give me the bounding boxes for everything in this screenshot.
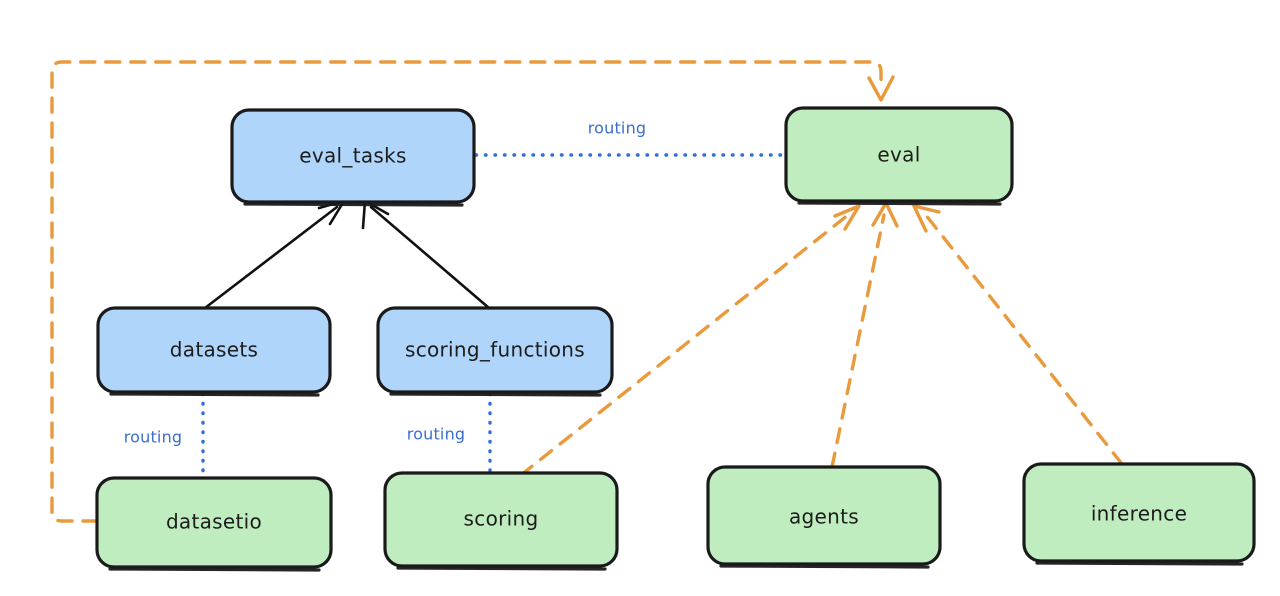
edge-layer	[50, 60, 1124, 523]
node-datasetio[interactable]: datasetio	[95, 476, 333, 572]
node-scoring-functions-shape[interactable]	[376, 306, 614, 394]
node-datasetio-label: datasetio	[166, 510, 262, 534]
node-eval-tasks-shape[interactable]	[230, 108, 476, 204]
node-inference-label: inference	[1091, 502, 1187, 526]
node-eval-tasks[interactable]: eval_tasks	[230, 108, 476, 207]
edge-scoring-to-eval	[519, 204, 861, 477]
node-datasetio-shape[interactable]	[95, 476, 333, 569]
edge-label-routing-eval-tasks: routing	[588, 119, 647, 138]
edge-agents-to-eval	[830, 201, 899, 469]
node-layer: eval_tasks eval datasets scoring_functio…	[95, 106, 1256, 572]
node-scoring[interactable]: scoring	[383, 471, 619, 571]
node-scoring-functions-label: scoring_functions	[405, 338, 585, 362]
node-eval-label: eval	[877, 143, 920, 167]
edge-datasetio-to-eval	[50, 60, 895, 523]
edge-label-routing-datasets: routing	[124, 428, 183, 447]
node-scoring-shape[interactable]	[383, 471, 619, 568]
node-eval-shape[interactable]	[784, 106, 1014, 203]
node-datasets-shape[interactable]	[96, 306, 332, 394]
node-scoring-label: scoring	[464, 507, 539, 531]
node-datasets[interactable]: datasets	[96, 306, 332, 397]
edge-label-layer: routing routing routing	[124, 119, 647, 447]
node-eval-tasks-label: eval_tasks	[299, 144, 406, 168]
edge-datasets-to-eval-tasks	[203, 199, 346, 310]
node-agents[interactable]: agents	[706, 465, 942, 569]
node-inference[interactable]: inference	[1022, 462, 1256, 566]
node-agents-shape[interactable]	[706, 465, 942, 566]
edge-label-routing-scoring-functions: routing	[407, 425, 466, 444]
node-datasets-label: datasets	[170, 338, 258, 362]
node-agents-label: agents	[789, 505, 859, 529]
node-eval[interactable]: eval	[784, 106, 1014, 206]
node-scoring-functions[interactable]: scoring_functions	[376, 306, 614, 397]
edge-inference-to-eval	[912, 204, 1124, 466]
node-inference-shape[interactable]	[1022, 462, 1256, 563]
edge-scoring-functions-to-eval-tasks	[361, 199, 491, 310]
